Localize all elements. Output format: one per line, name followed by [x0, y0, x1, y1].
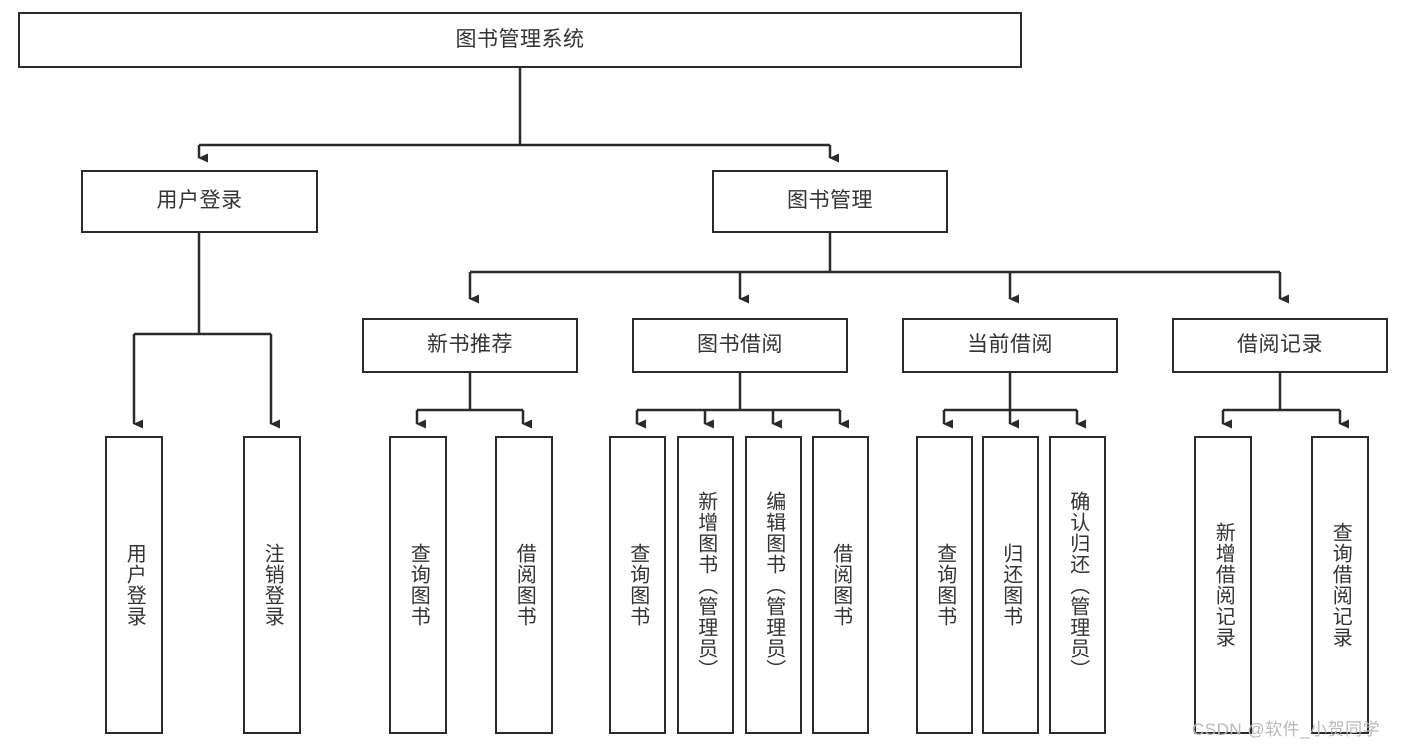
- node-label: 图书借阅: [697, 333, 783, 357]
- node-leaf-logout[interactable]: 注销登录: [243, 436, 301, 734]
- node-label: 借阅记录: [1237, 333, 1323, 357]
- node-leaf-borrow-book[interactable]: 借阅图书: [812, 436, 869, 734]
- leaf-inner: 新增图书（管理员）: [679, 438, 732, 732]
- node-leaf-query-book-borrow[interactable]: 查询图书: [609, 436, 666, 734]
- node-new-book-recommend[interactable]: 新书推荐: [362, 318, 578, 373]
- node-leaf-query-book-current[interactable]: 查询图书: [916, 436, 973, 734]
- node-leaf-add-book-admin[interactable]: 新增图书（管理员）: [677, 436, 734, 734]
- leaf-inner: 查询借阅记录: [1313, 438, 1367, 732]
- leaf-inner: 注销登录: [245, 438, 299, 732]
- node-label: 查询借阅记录: [1329, 522, 1352, 648]
- node-book-borrow[interactable]: 图书借阅: [632, 318, 848, 373]
- leaf-inner: 用户登录: [107, 438, 161, 732]
- leaf-inner: 借阅图书: [497, 438, 551, 732]
- node-label: 新增借阅记录: [1212, 522, 1235, 648]
- leaf-inner: 查询图书: [918, 438, 971, 732]
- leaf-inner: 归还图书: [984, 438, 1037, 732]
- node-borrow-record[interactable]: 借阅记录: [1172, 318, 1388, 373]
- node-label: 当前借阅: [967, 333, 1053, 357]
- node-label: 注销登录: [261, 543, 284, 627]
- node-label: 借阅图书: [829, 543, 852, 627]
- leaf-inner: 借阅图书: [814, 438, 867, 732]
- node-label: 查询图书: [933, 543, 956, 627]
- node-label: 新增图书（管理员）: [694, 490, 717, 680]
- node-user-login[interactable]: 用户登录: [81, 170, 318, 233]
- node-book-management[interactable]: 图书管理: [712, 170, 948, 233]
- node-label: 用户登录: [156, 189, 243, 213]
- node-label: 编辑图书（管理员）: [762, 490, 785, 680]
- node-label: 查询图书: [407, 543, 430, 627]
- node-leaf-user-login[interactable]: 用户登录: [105, 436, 163, 734]
- node-label: 查询图书: [626, 543, 649, 627]
- node-label: 归还图书: [999, 543, 1022, 627]
- node-leaf-confirm-return-admin[interactable]: 确认归还（管理员）: [1049, 436, 1106, 734]
- node-leaf-return-book[interactable]: 归还图书: [982, 436, 1039, 734]
- node-leaf-query-borrow-record[interactable]: 查询借阅记录: [1311, 436, 1369, 734]
- leaf-inner: 查询图书: [611, 438, 664, 732]
- node-leaf-add-borrow-record[interactable]: 新增借阅记录: [1194, 436, 1252, 734]
- node-label: 用户登录: [123, 543, 146, 627]
- node-label: 图书管理: [787, 189, 873, 213]
- leaf-inner: 确认归还（管理员）: [1051, 438, 1104, 732]
- node-current-borrow[interactable]: 当前借阅: [902, 318, 1118, 373]
- node-leaf-query-book-new[interactable]: 查询图书: [389, 436, 447, 734]
- leaf-inner: 查询图书: [391, 438, 445, 732]
- node-leaf-edit-book-admin[interactable]: 编辑图书（管理员）: [745, 436, 802, 734]
- node-label: 借阅图书: [513, 543, 536, 627]
- leaf-inner: 编辑图书（管理员）: [747, 438, 800, 732]
- node-label: 确认归还（管理员）: [1066, 490, 1089, 680]
- node-label: 图书管理系统: [455, 27, 585, 51]
- node-root-book-management-system[interactable]: 图书管理系统: [18, 12, 1022, 68]
- node-leaf-borrow-book-new[interactable]: 借阅图书: [495, 436, 553, 734]
- leaf-inner: 新增借阅记录: [1196, 438, 1250, 732]
- node-label: 新书推荐: [427, 333, 513, 357]
- watermark: CSDN @软件_小贺同学: [1192, 720, 1381, 739]
